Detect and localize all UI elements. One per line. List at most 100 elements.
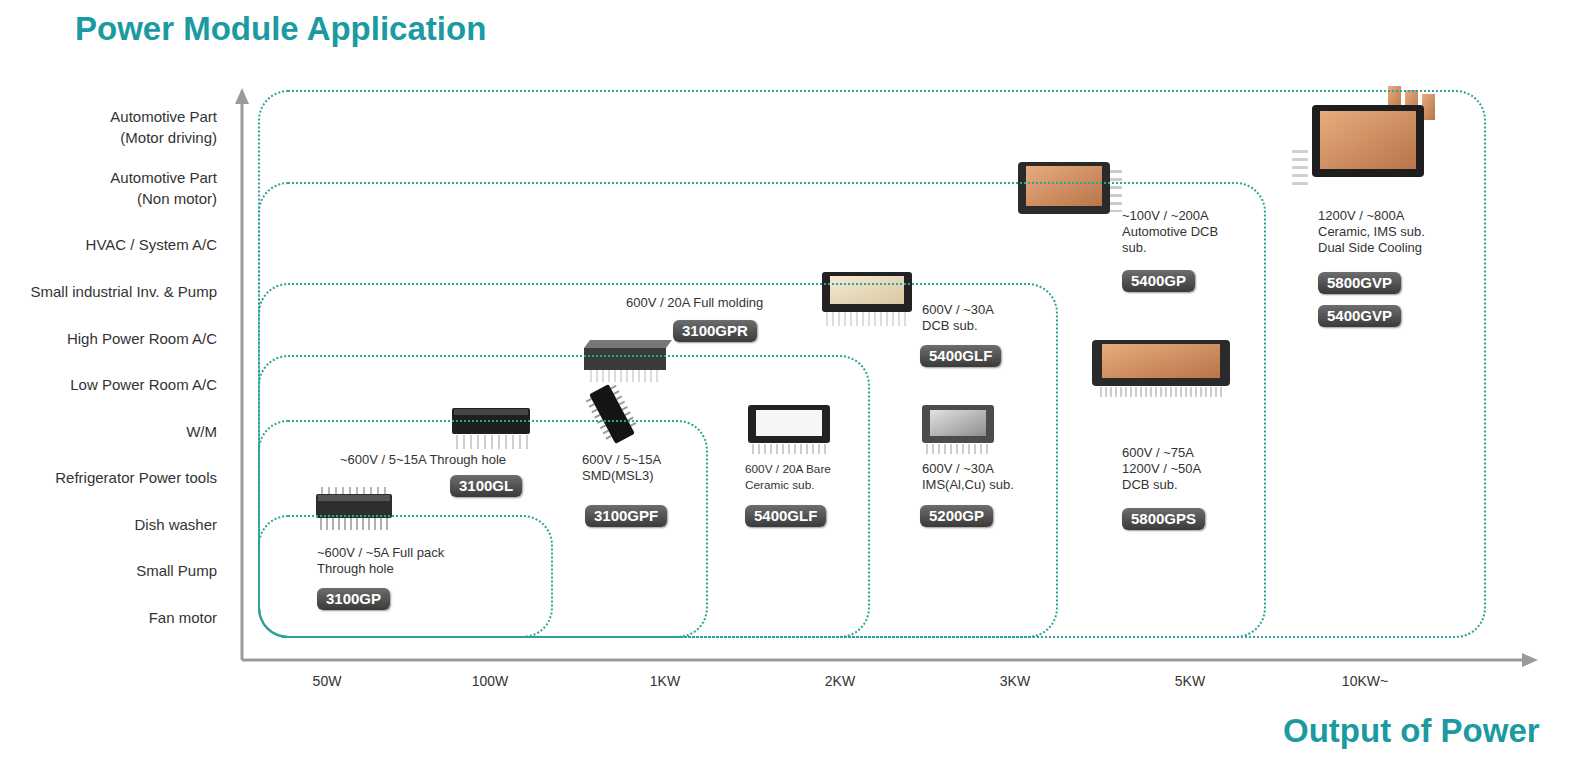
module-5400glf-ceramic-part bbox=[748, 405, 830, 443]
axis-title: Output of Power bbox=[1283, 712, 1540, 750]
module-5200gp-part bbox=[922, 405, 994, 443]
category-label: HVAC / System A/C bbox=[0, 234, 217, 255]
application-region: 600V / 20A Full molding 600V / ~30A DCB s… bbox=[258, 283, 1058, 638]
application-region: 600V / 20A Bare Ceramic sub. ~600V / 5~15… bbox=[258, 355, 870, 638]
power-tick-label: 10KW~ bbox=[1320, 672, 1410, 690]
module-5400glf-ceramic bbox=[748, 405, 830, 449]
category-label: Dish washer bbox=[0, 514, 217, 535]
power-tick-label: 1KW bbox=[620, 672, 710, 690]
part-number-badge: 5400GP bbox=[1122, 270, 1195, 292]
module-3100gpf bbox=[586, 383, 637, 446]
module-5800gvp-part bbox=[1312, 105, 1424, 177]
part-number-badge: 5400GVP bbox=[1318, 305, 1401, 327]
category-label: Fan motor bbox=[0, 607, 217, 628]
part-number-badge: 3100GPF bbox=[585, 505, 667, 527]
application-region: 1200V / ~800A Ceramic, IMS sub. Dual Sid… bbox=[258, 90, 1486, 638]
module-5800gvp-part bbox=[1320, 111, 1416, 169]
spec-text: ~100V / ~200A Automotive DCB sub. bbox=[1122, 208, 1222, 256]
module-3100gl-part bbox=[454, 409, 528, 415]
module-5800gps bbox=[1092, 340, 1230, 392]
module-3100gpr-part bbox=[584, 348, 666, 370]
spec-text: 600V / 5~15A SMD(MSL3) bbox=[582, 452, 680, 484]
category-label: W/M bbox=[0, 421, 217, 442]
axes-part bbox=[235, 88, 249, 104]
part-number: 5400GLF bbox=[929, 347, 992, 364]
part-number: 5400GVP bbox=[1327, 307, 1392, 324]
module-5800gvp bbox=[1300, 86, 1435, 186]
part-number: 3100GL bbox=[459, 477, 513, 494]
spec-text: 1200V / ~800A Ceramic, IMS sub. Dual Sid… bbox=[1318, 208, 1436, 256]
part-number-badge: 5200GP bbox=[920, 505, 993, 527]
spec-text: ~600V / 5~15A Through hole bbox=[340, 452, 540, 468]
axes-part bbox=[242, 659, 1524, 662]
category-label: Automotive Part (Motor driving) bbox=[82, 106, 217, 148]
part-number: 5400GP bbox=[1131, 272, 1186, 289]
power-tick-label: 50W bbox=[282, 672, 372, 690]
part-number: 5400GLF bbox=[754, 507, 817, 524]
module-5800gvp-part bbox=[1292, 150, 1308, 186]
category-label: High Power Room A/C bbox=[0, 328, 217, 349]
part-number: 3100GPF bbox=[594, 507, 658, 524]
application-region: ~600V / ~5A Full pack Through hole 3100GP bbox=[258, 515, 553, 638]
axes-part bbox=[1522, 653, 1538, 667]
module-3100gp-part bbox=[320, 518, 390, 530]
category-label: Small Pump bbox=[0, 560, 217, 581]
module-5200gp-part bbox=[926, 444, 990, 454]
part-number-badge: 5800GPS bbox=[1122, 508, 1205, 530]
part-number: 5800GVP bbox=[1327, 274, 1392, 291]
part-number: 5200GP bbox=[929, 507, 984, 524]
module-5400gp-part bbox=[1018, 162, 1110, 214]
module-3100gl-part bbox=[456, 435, 528, 449]
part-number-badge: 3100GPR bbox=[673, 320, 757, 342]
module-3100gp-part bbox=[321, 487, 390, 495]
spec-text: 600V / ~30A DCB sub. bbox=[922, 302, 1017, 334]
module-5400gp bbox=[1018, 162, 1116, 214]
application-region: ~600V / 5~15A Through hole 600V / 5~15A S… bbox=[258, 420, 708, 638]
part-number-badge: 5400GLF bbox=[745, 505, 826, 527]
module-5400glf-ceramic-part bbox=[756, 410, 822, 436]
application-region: ~100V / ~200A Automotive DCB sub. 600V / … bbox=[258, 182, 1266, 638]
module-5400gp-part bbox=[1110, 170, 1122, 212]
module-5800gps-part bbox=[1102, 344, 1220, 378]
module-5400glf-dcb bbox=[822, 272, 912, 319]
module-3100gp bbox=[316, 491, 392, 524]
part-number: 3100GPR bbox=[682, 322, 748, 339]
axes-part bbox=[241, 100, 244, 660]
module-3100gpf-part bbox=[589, 384, 635, 444]
module-3100gpr bbox=[584, 340, 672, 376]
module-5400glf-dcb-part bbox=[822, 272, 912, 312]
module-3100gl bbox=[452, 408, 530, 442]
spec-text: 600V / 20A Full molding bbox=[626, 295, 796, 311]
part-number-badge: 5400GLF bbox=[920, 345, 1001, 367]
module-5400glf-dcb-part bbox=[826, 312, 908, 326]
module-5800gps-part bbox=[1092, 340, 1230, 386]
category-label: Small industrial Inv. & Pump bbox=[0, 281, 217, 302]
part-number-badge: 5800GVP bbox=[1318, 272, 1401, 294]
module-5400glf-ceramic-part bbox=[752, 444, 828, 454]
module-3100gp-part bbox=[318, 495, 390, 501]
module-5200gp bbox=[922, 405, 994, 449]
part-number-badge: 3100GP bbox=[317, 588, 390, 610]
module-5800gps-part bbox=[1100, 387, 1222, 397]
module-5400gp-part bbox=[1026, 166, 1102, 206]
spec-text: ~600V / ~5A Full pack Through hole bbox=[317, 545, 467, 577]
spec-text: 600V / ~30A IMS(Al,Cu) sub. bbox=[922, 461, 1047, 493]
axes bbox=[235, 88, 1538, 667]
module-5200gp-part bbox=[930, 410, 986, 436]
category-label: Automotive Part (Non motor) bbox=[82, 167, 217, 209]
category-label: Low Power Room A/C bbox=[0, 374, 217, 395]
module-3100gpr-part bbox=[590, 370, 660, 382]
module-3100gpr-part bbox=[584, 340, 672, 348]
power-tick-label: 5KW bbox=[1145, 672, 1235, 690]
spec-text: 600V / ~75A 1200V / ~50A DCB sub. bbox=[1122, 445, 1217, 493]
part-number: 5800GPS bbox=[1131, 510, 1196, 527]
power-tick-label: 3KW bbox=[970, 672, 1060, 690]
part-number-badge: 3100GL bbox=[450, 475, 522, 497]
spec-text: 600V / 20A Bare Ceramic sub. bbox=[745, 461, 863, 493]
category-label: Refrigerator Power tools bbox=[0, 467, 217, 488]
module-5400glf-dcb-part bbox=[830, 276, 904, 304]
chart-title: Power Module Application bbox=[75, 10, 486, 48]
power-tick-label: 100W bbox=[445, 672, 535, 690]
